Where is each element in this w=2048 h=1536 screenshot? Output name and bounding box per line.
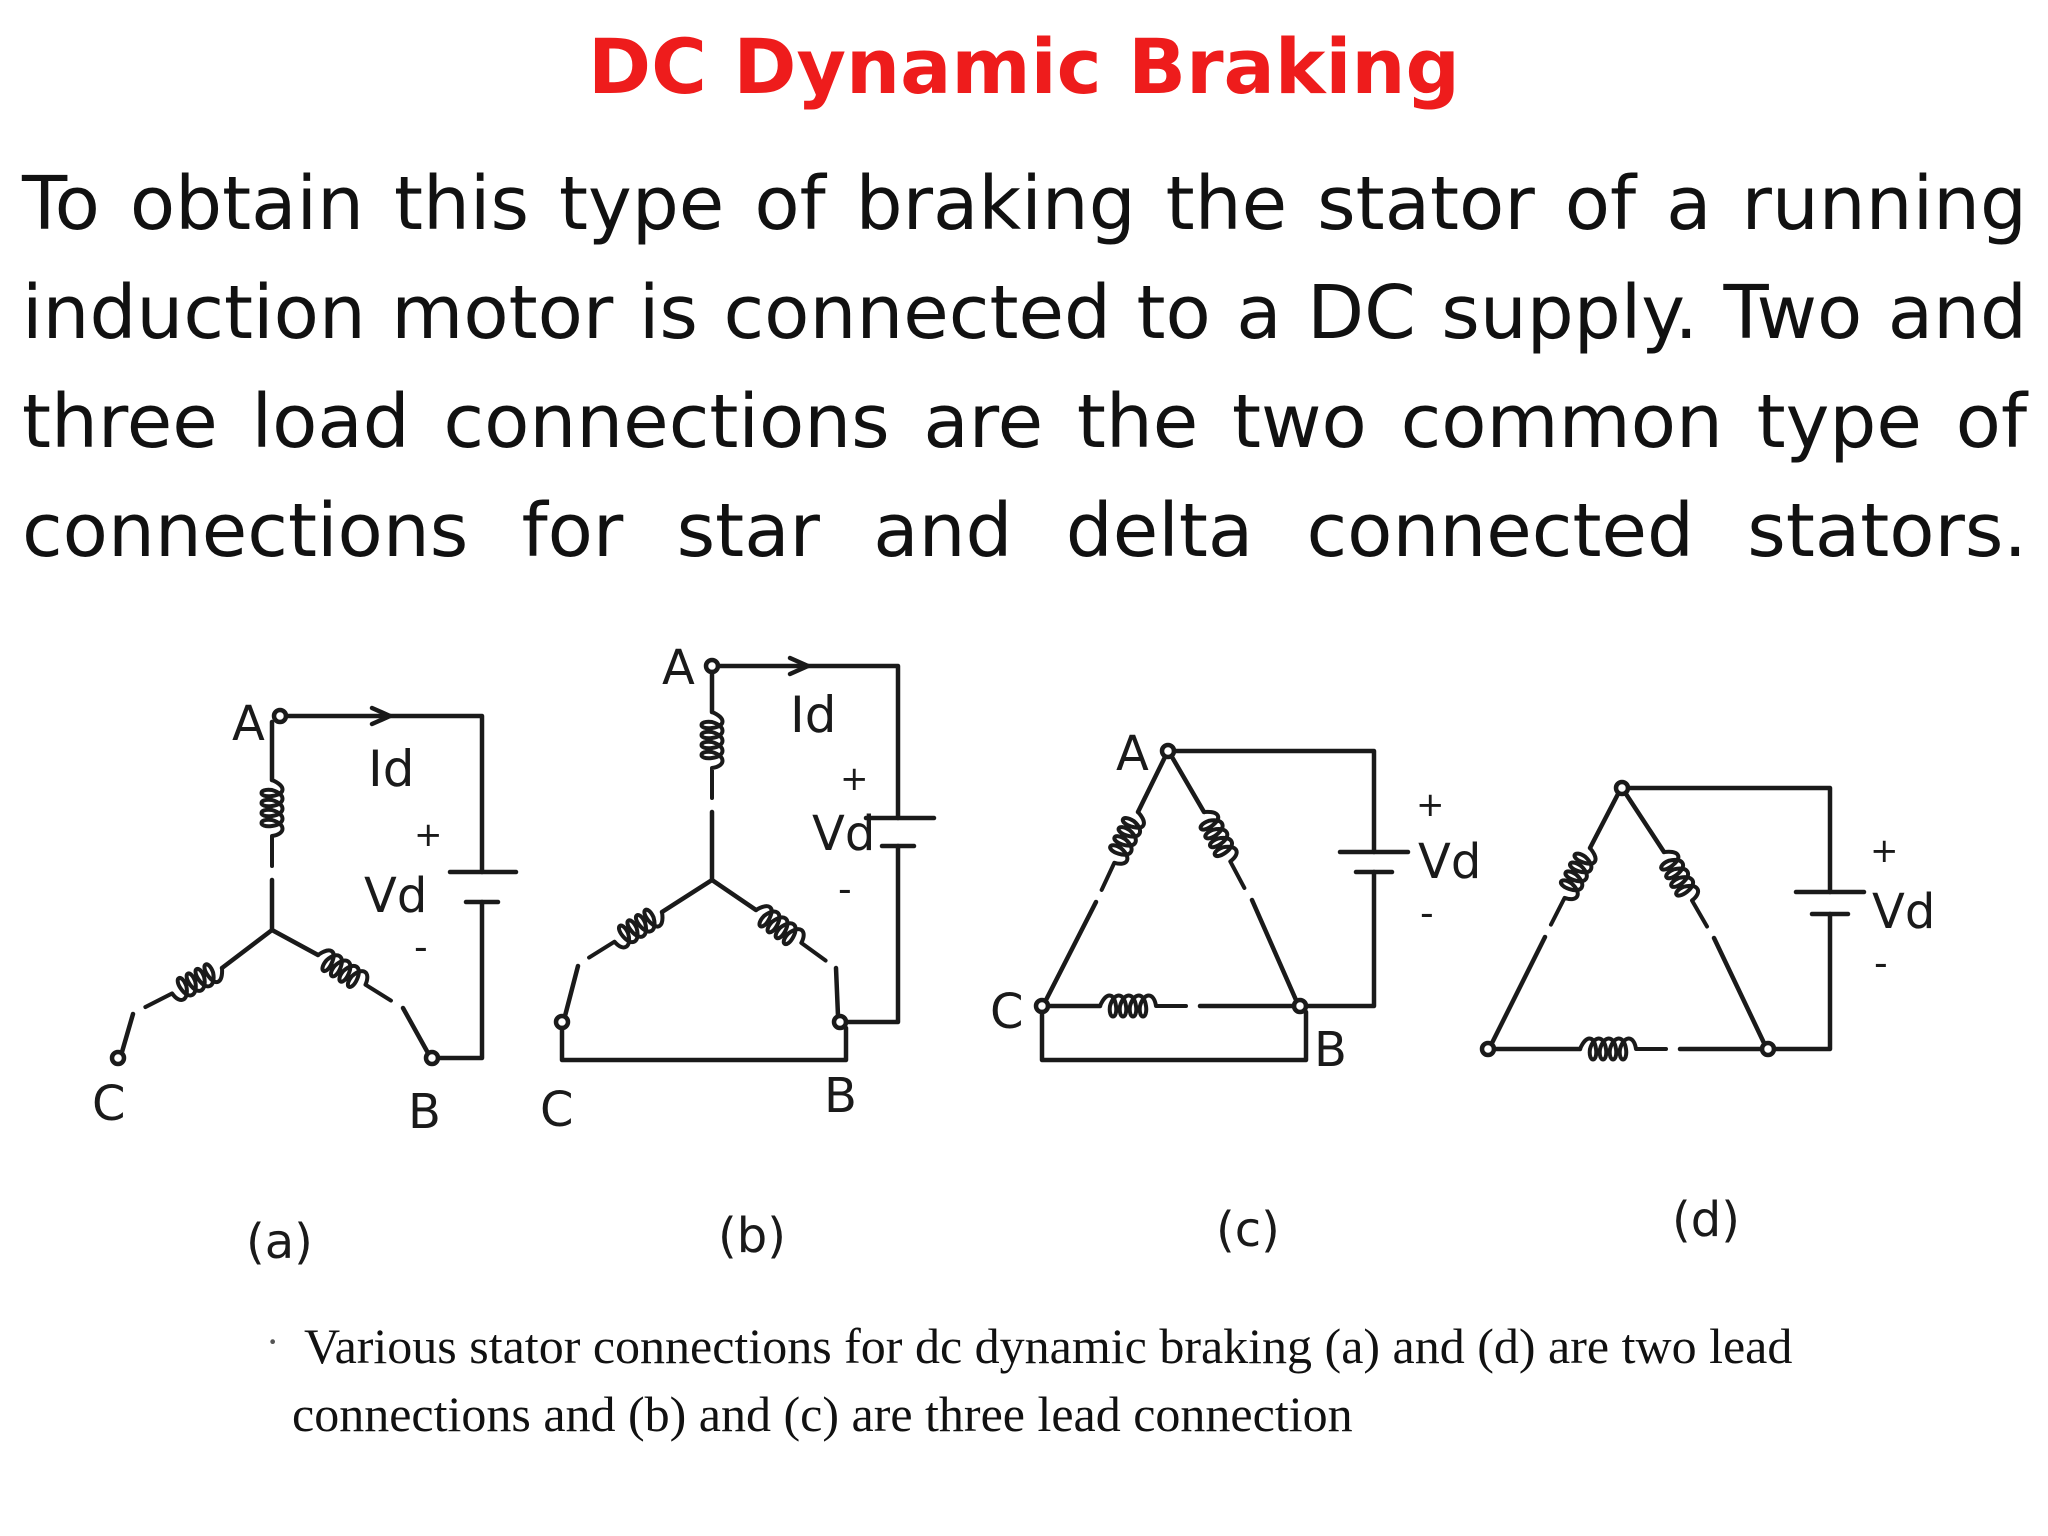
caption-line-1: Various stator connections for dc dynami… [304,1318,1793,1374]
label-b-voltage: Vd [812,806,875,862]
label-a-A: A [232,696,265,752]
label-a-C: C [92,1076,126,1132]
body-line-2: induction motor is connected to a DC sup… [22,270,2027,356]
label-c-C: C [990,984,1024,1040]
label-a-plus: + [414,815,443,855]
terminal-b-B [831,1013,849,1031]
terminal-c-B [1291,997,1309,1015]
label-b-C: C [540,1082,574,1138]
label-d-minus: - [1874,941,1888,985]
body-line-3: three load connections are the two commo… [22,379,2027,465]
label-b-current: Id [790,686,836,744]
label-d-voltage: Vd [1872,884,1935,940]
terminal-b-C [553,1013,571,1031]
page-title: DC Dynamic Braking [588,22,1460,111]
diagram-c [1033,742,1411,1063]
body-line-4: connections for star and delta connected… [22,488,2027,574]
diagram-d [1479,779,1867,1060]
terminal-a-C [109,1049,127,1067]
figure-caption: · Various stator connections for dc dyna… [266,1312,2000,1448]
label-b-plus: + [840,759,869,799]
label-c-voltage: Vd [1418,834,1481,890]
panel-label-b: (b) [718,1208,786,1264]
label-a-voltage: Vd [364,868,427,924]
panel-label-d: (d) [1672,1192,1740,1248]
terminal-a-B [423,1049,441,1067]
diagram-b [553,655,937,1063]
panel-label-a: (a) [246,1214,313,1270]
label-c-B: B [1314,1022,1347,1078]
terminal-c-A [1159,742,1177,760]
label-b-minus: - [838,867,852,911]
label-c-A: A [1116,726,1149,782]
terminal-c-C [1033,997,1051,1015]
terminal-b-A [703,657,721,675]
diagram-a [109,705,519,1067]
label-a-B: B [408,1084,441,1140]
panel-label-c: (c) [1216,1202,1280,1258]
terminal-d-top [1613,779,1631,797]
body-line-1: To obtain this type of braking the stato… [22,161,2027,247]
label-b-A: A [662,640,695,696]
label-c-plus: + [1416,785,1445,825]
terminal-d-right [1759,1040,1777,1058]
terminal-d-left [1479,1040,1497,1058]
label-a-current: Id [368,740,414,798]
terminal-a-A [271,707,289,725]
label-a-minus: - [414,925,428,969]
label-b-B: B [824,1068,857,1124]
caption-bullet: · [266,1319,280,1364]
label-c-minus: - [1420,891,1434,935]
caption-line-2: connections and (b) and (c) are three le… [292,1386,1353,1442]
label-d-plus: + [1870,831,1899,871]
body-paragraph: To obtain this type of braking the stato… [22,150,2027,586]
